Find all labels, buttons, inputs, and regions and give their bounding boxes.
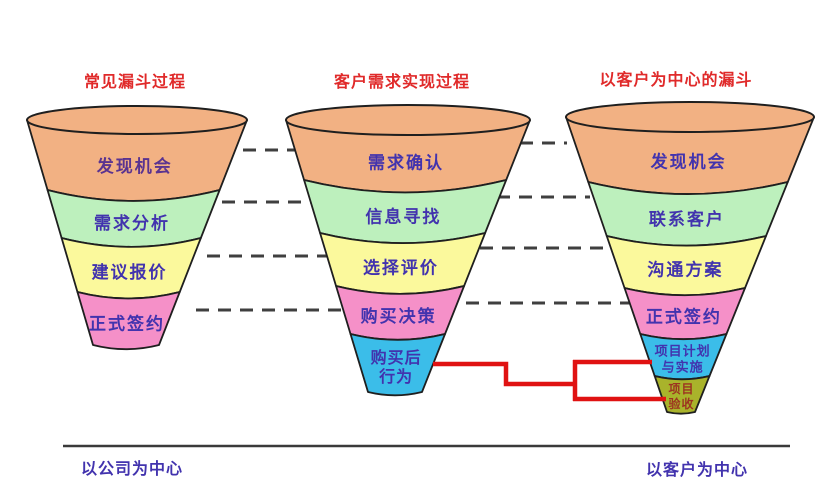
funnel-2-stage-5 (653, 375, 711, 415)
funnel-1-stage-4-label-line-1: 行为 (378, 367, 413, 386)
funnel-1-rim (285, 104, 531, 136)
funnel-2-stage-3-label: 正式签约 (646, 307, 722, 328)
footer-customer-centered-label: 以客户为中心 (645, 460, 748, 479)
funnel-2-stage-4-label-line-1: 与实施 (662, 359, 704, 375)
funnel-2-stage-1-label: 联系客户 (649, 209, 725, 230)
funnel-2-stage-0-label: 发现机会 (650, 152, 727, 173)
funnel-0-rim (26, 105, 248, 135)
funnel-1-stage-2-label: 选择评价 (363, 258, 439, 279)
funnel-0-stage-1-label: 需求分析 (94, 213, 170, 234)
funnel-0-stage-3-label: 正式签约 (89, 313, 165, 334)
funnel-2-stage-4-label-line-0: 项目计划 (655, 343, 711, 359)
funnel-2-rim (565, 101, 815, 133)
footer-company-centered-label: 以公司为中心 (80, 459, 183, 478)
funnel-1-stage-4 (349, 333, 446, 397)
funnel-2-stage-5-label-line-0: 项目 (668, 382, 694, 396)
funnel-0-stage-2-label: 建议报价 (92, 262, 168, 283)
funnel-1-stage-0-label: 需求确认 (368, 152, 444, 173)
title-common-funnel: 常见漏斗过程 (83, 72, 186, 91)
funnel-0-stage-3 (76, 291, 181, 351)
funnel-2-stage-5-label-line-1: 验收 (668, 396, 694, 411)
funnel-2-stage-2-label: 沟通方案 (647, 260, 723, 281)
title-customer-demand-process: 客户需求实现过程 (333, 72, 470, 91)
funnel-1-stage-1-label: 信息寻找 (365, 207, 441, 228)
funnel-1-stage-3-label: 购买决策 (361, 306, 437, 327)
title-customer-centric-funnel: 以客户为中心的漏斗 (599, 70, 753, 89)
funnel-1-stage-4-label-line-0: 购买后 (371, 348, 422, 367)
feedback-connector-line (433, 359, 666, 402)
funnel-0-stage-0-label: 发现机会 (96, 156, 173, 177)
